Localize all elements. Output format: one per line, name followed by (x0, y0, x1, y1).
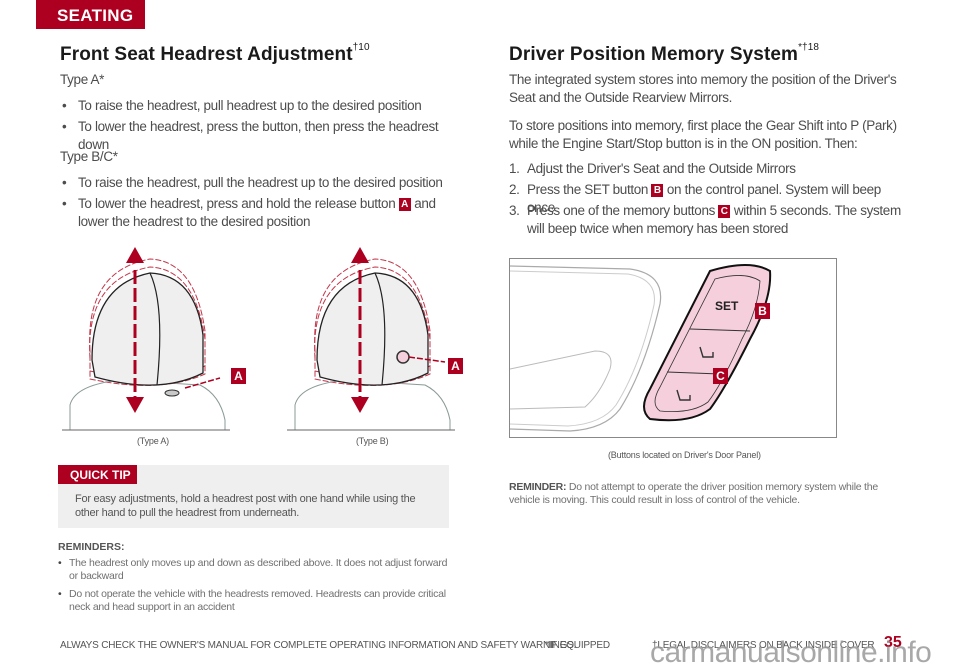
watermark: carmanualsonline.info (650, 636, 932, 669)
reminders-label: REMINDERS: (58, 541, 125, 553)
badge-c: C (713, 368, 728, 384)
list-item: To lower the headrest, press the button,… (62, 118, 472, 153)
page-number: 35 (884, 634, 902, 651)
headrest-type-b (287, 247, 455, 431)
step-number: 2. (509, 182, 520, 197)
step-text: on the control panel. System will beep o… (527, 182, 881, 215)
step-number: 1. (509, 161, 520, 176)
step-3: 3. Press one of the memory buttons C with… (509, 202, 904, 238)
reminder-item: Do not operate the vehicle with the head… (58, 588, 448, 614)
list-item: To raise the headrest, pull headrest up … (62, 97, 462, 115)
type-a-label: Type A* (60, 72, 105, 87)
caption-type-b: (Type B) (356, 436, 389, 446)
reminder-label: REMINDER: (509, 481, 567, 493)
title-sup: †10 (352, 42, 370, 53)
text: To lower the headrest, press and hold th… (78, 196, 396, 211)
step-text: Adjust the Driver's Seat and the Outside… (527, 161, 796, 176)
text: and lower the headrest to the desired po… (78, 196, 436, 229)
step-number: 3. (509, 203, 520, 218)
footer-legal: †LEGAL DISCLAIMERS ON BACK INSIDE COVER (652, 640, 875, 651)
badge-a: A (231, 368, 246, 384)
quick-tip-text: For easy adjustments, hold a headrest po… (75, 493, 416, 519)
headrest-title: Front Seat Headrest Adjustment†10 (60, 42, 370, 66)
type-bc-label: Type B/C* (60, 149, 118, 164)
title-sup: *†18 (798, 42, 820, 53)
step-2: 2. Press the SET button B on the control … (509, 181, 909, 217)
list-item: To raise the headrest, pull the headrest… (62, 174, 462, 192)
footer-if-equipped: *IF EQUIPPED (545, 640, 610, 651)
memory-title: Driver Position Memory System*†18 (509, 42, 820, 66)
step-text: Press one of the memory buttons (527, 203, 715, 218)
step-text: Press the SET button (527, 182, 649, 197)
caption-type-a: (Type A) (137, 436, 169, 446)
headrest-type-a (62, 247, 230, 431)
reminder-text: Do not attempt to operate the driver pos… (509, 481, 878, 506)
title-text: Driver Position Memory System (509, 44, 799, 65)
quick-tip-label: QUICK TIP (58, 465, 137, 484)
door-panel-drawing (510, 264, 772, 432)
list-item: To lower the headrest, press and hold th… (62, 195, 462, 230)
intro-paragraph: The integrated system stores into memory… (509, 72, 897, 105)
headrest-illustrations (62, 247, 455, 431)
footer-warning: ALWAYS CHECK THE OWNER'S MANUAL FOR COMP… (60, 640, 577, 651)
door-panel-caption: (Buttons located on Driver's Door Panel) (608, 450, 761, 460)
step-text: within 5 seconds. The system will beep t… (527, 203, 901, 236)
badge-b: B (755, 303, 770, 319)
set-button-label: SET (715, 299, 739, 313)
badge-b: B (651, 184, 664, 197)
store-paragraph: To store positions into memory, first pl… (509, 118, 897, 151)
door-panel-illustration: SET B C (509, 258, 837, 438)
badge-a: A (448, 358, 463, 374)
badge-c: C (718, 205, 731, 218)
title-text: Front Seat Headrest Adjustment (60, 44, 353, 65)
badge-a: A (398, 198, 411, 211)
memory-reminder: REMINDER: Do not attempt to operate the … (509, 481, 909, 507)
step-1: 1. Adjust the Driver's Seat and the Outsi… (509, 160, 909, 178)
reminder-item: The headrest only moves up and down as d… (58, 557, 448, 583)
section-tab: SEATING (36, 0, 145, 29)
